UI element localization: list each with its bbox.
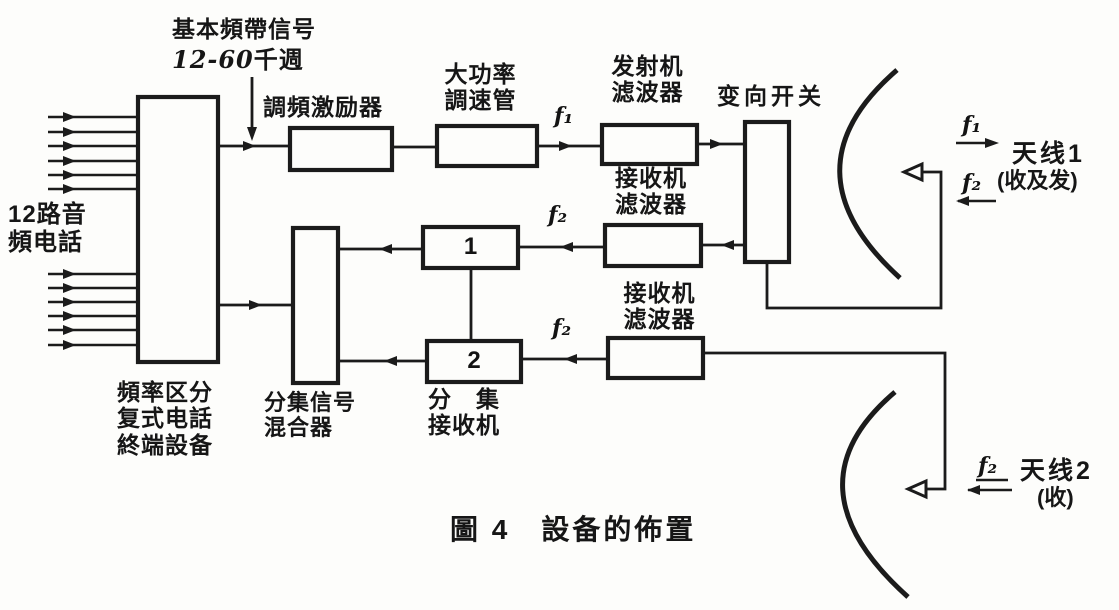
terminal-label: 頻率区分 复式电話 終端設备 bbox=[117, 379, 213, 458]
mixer-label: 分集信号 混合器 bbox=[264, 390, 357, 441]
rx-filter-bot-label: 接收机 滤波器 bbox=[623, 280, 696, 333]
antenna-frequency-arrows bbox=[956, 138, 1012, 495]
f2-bot-label: f₂ bbox=[552, 315, 572, 341]
f1-top-label: f₁ bbox=[554, 103, 574, 129]
baseband-range-label: 12-60千週 bbox=[172, 46, 304, 75]
receive-path-arrowheads bbox=[249, 240, 734, 366]
klystron-label: 大功率 調速管 bbox=[444, 61, 517, 114]
mixer-box bbox=[290, 225, 341, 386]
switch-label: 变向开关 bbox=[717, 83, 825, 109]
baseband-signal-label: 基本頻帶信号 bbox=[172, 16, 316, 42]
rx-filter-mid-box bbox=[602, 222, 704, 269]
rx-filter-bot-box bbox=[605, 335, 706, 381]
antenna1-dish-arc bbox=[837, 68, 902, 280]
baseband-range-unit: 千週 bbox=[253, 47, 304, 74]
diversity-receiver-label: 分 集 接收机 bbox=[428, 386, 500, 439]
antenna1-name: 天线1 bbox=[1012, 140, 1085, 168]
klystron-box bbox=[434, 123, 540, 169]
receiver2-number: 2 bbox=[467, 347, 481, 374]
baseband-range-value: 12-60 bbox=[172, 45, 254, 74]
antenna1-feed-horn bbox=[900, 161, 924, 183]
receiver1-number: 1 bbox=[463, 233, 478, 260]
antenna1-mode: (收及发) bbox=[997, 168, 1078, 193]
tx-filter-box bbox=[599, 122, 700, 167]
antenna2-dish-arc bbox=[840, 390, 910, 599]
f2-mid-label: f₂ bbox=[548, 202, 568, 228]
transmit-path-arrowheads bbox=[243, 127, 723, 151]
input-channel-arrowheads bbox=[63, 112, 76, 350]
rx-filter-mid-label: 接收机 滤波器 bbox=[615, 165, 687, 218]
antenna1-f1-label: f₁ bbox=[962, 112, 982, 138]
exciter-label: 調頻激励器 bbox=[263, 94, 383, 120]
antenna2-mode: (收) bbox=[1037, 485, 1074, 510]
antenna1-f2-label: f₂ bbox=[962, 170, 982, 196]
antenna2-feed-horn bbox=[904, 478, 928, 500]
antenna2-name: 天线2 bbox=[1020, 457, 1093, 485]
tx-filter-label: 发射机 滤波器 bbox=[611, 53, 684, 106]
terminal-box bbox=[135, 94, 221, 365]
antenna2-f2-label: f₂ bbox=[978, 453, 998, 479]
antenna2-feed-line bbox=[703, 351, 947, 599]
input-channels-label: 12路音 頻电話 bbox=[8, 201, 87, 256]
switch-box bbox=[742, 119, 792, 265]
antenna1-feed-line bbox=[765, 68, 943, 310]
exciter-box bbox=[287, 125, 395, 173]
figure-caption: 圖 4 設备的佈置 bbox=[450, 514, 697, 545]
